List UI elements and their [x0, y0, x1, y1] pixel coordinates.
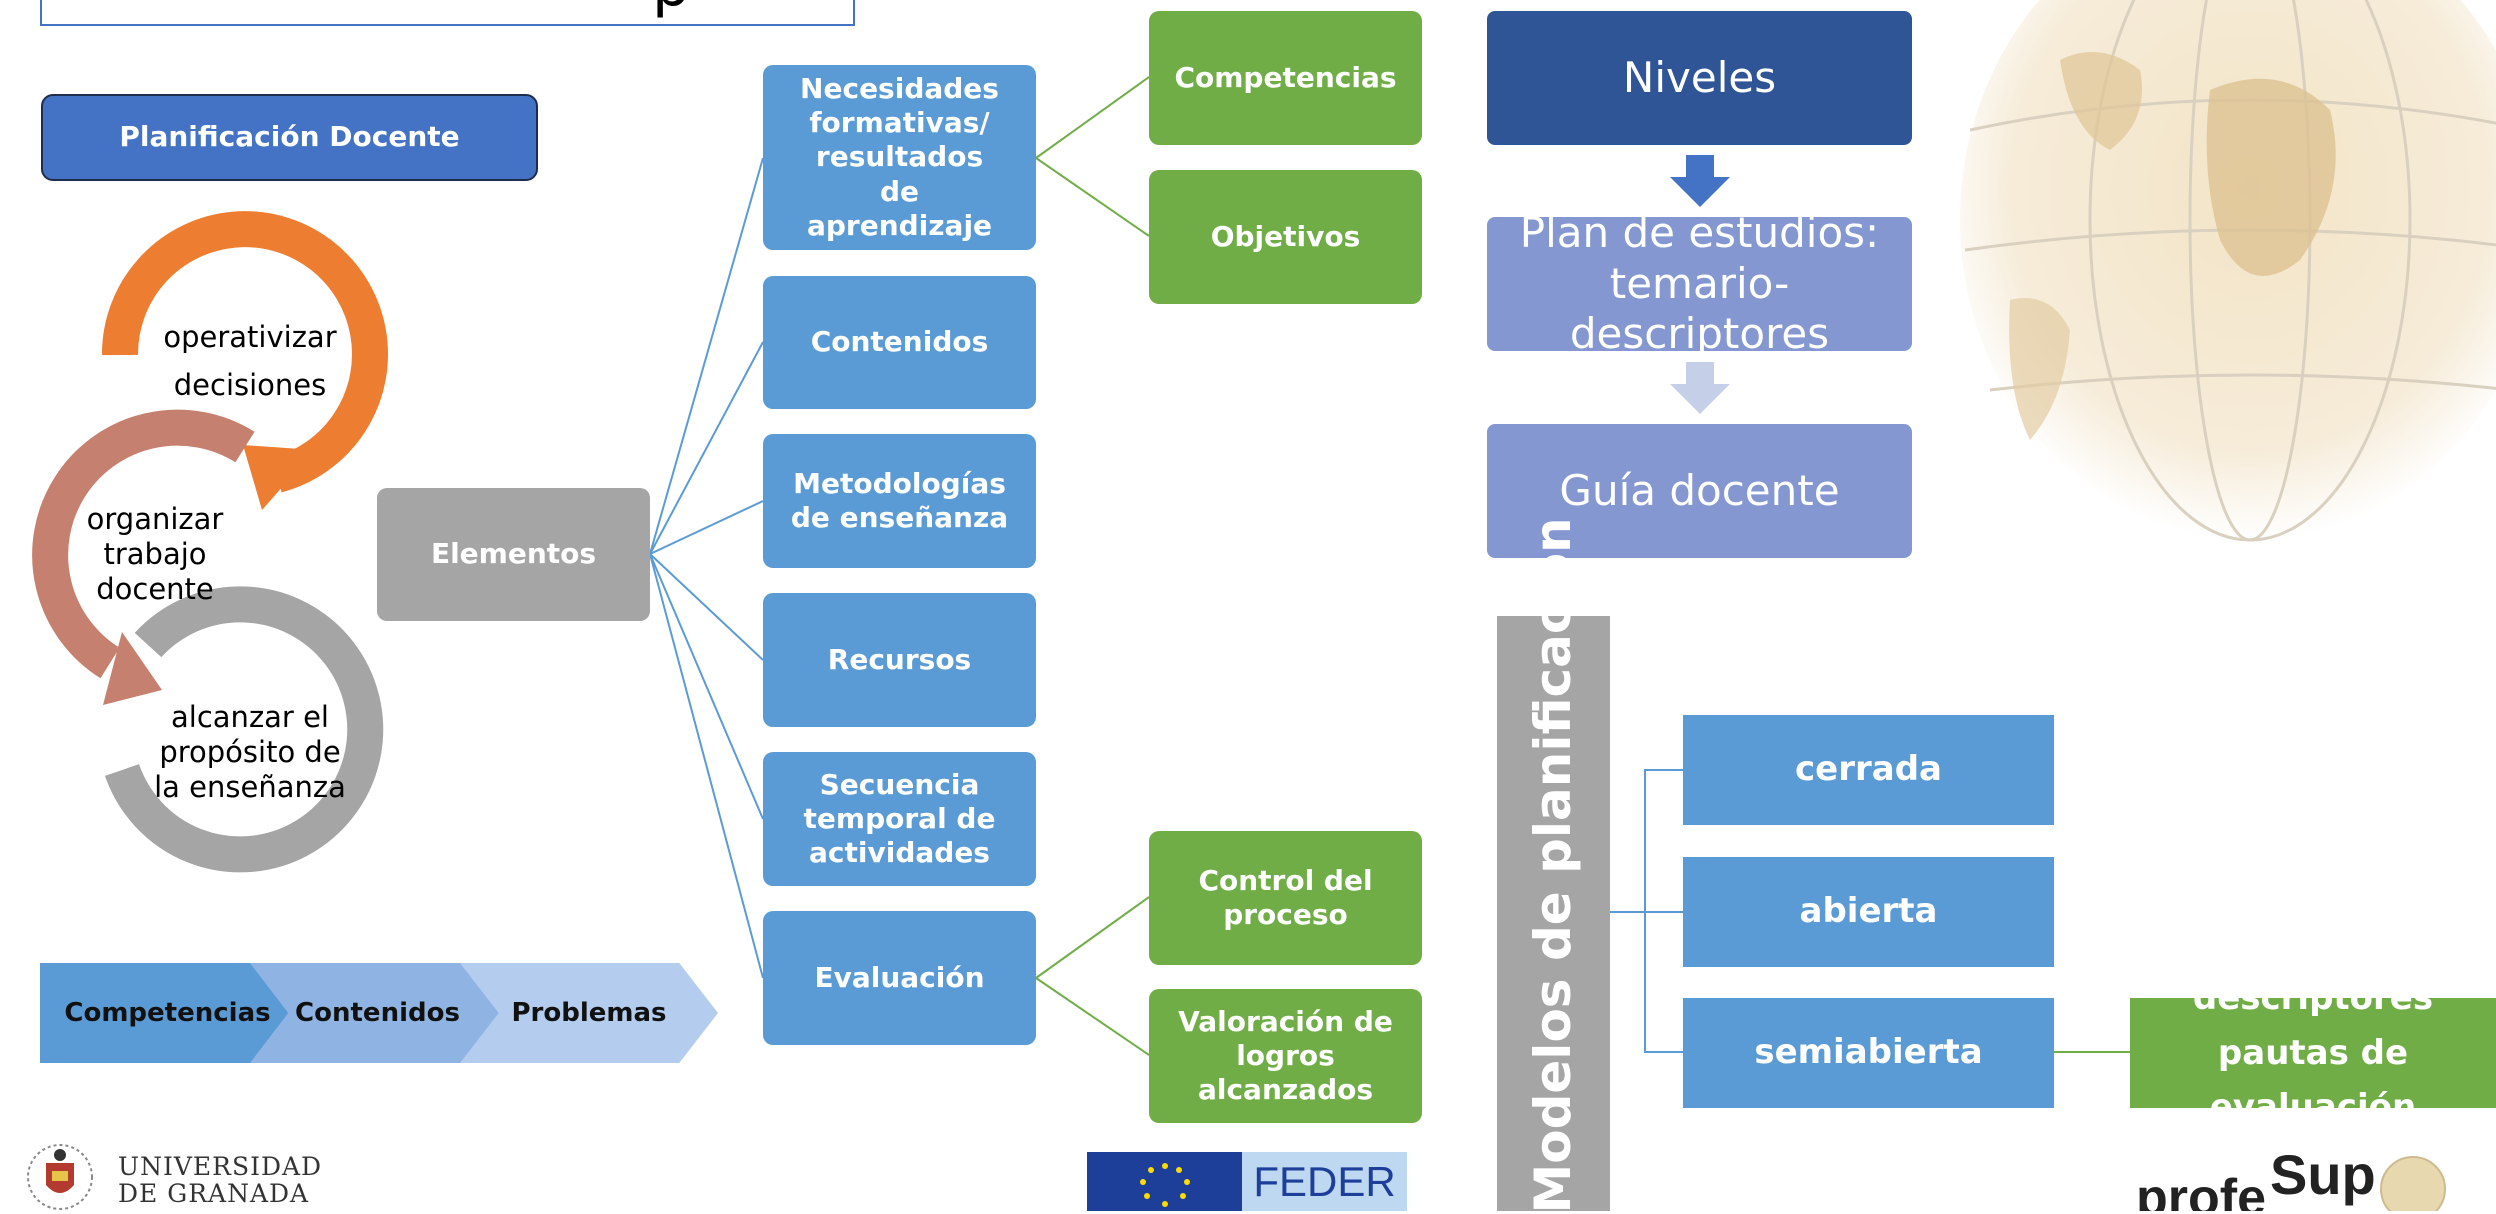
level-plan-estudios: Plan de estudios: temario-descriptores: [1487, 208, 1912, 358]
element-secuencia: Secuencia temporal de actividades: [763, 752, 1036, 886]
cycle-arc-brown: [32, 409, 255, 679]
child-valoracion-logros: Valoración de logros alcanzados: [1149, 989, 1422, 1123]
feder-logo: FEDER: [1087, 1152, 1407, 1211]
child-control-proceso: Control del proceso: [1149, 831, 1422, 965]
element-contenidos: Contenidos: [763, 276, 1036, 409]
university-crest-icon: [24, 1141, 96, 1211]
child-objetivos: Objetivos: [1149, 170, 1422, 304]
chevron-competencias: Competencias: [40, 963, 295, 1063]
planificacion-docente-banner: Planificación Docente: [41, 94, 538, 181]
element-metodologias: Metodologías de enseñanza: [763, 434, 1036, 568]
chevron-contenidos: Contenidos: [250, 963, 505, 1063]
header-title-fragment: p: [652, 0, 690, 20]
modelos-title-bar: Modelos de planificación: [1497, 517, 1610, 1214]
element-recursos: Recursos: [763, 593, 1036, 727]
model-abierta: abierta: [1683, 857, 2054, 967]
profesup-text-sup: Sup: [2270, 1150, 2376, 1206]
planificacion-label: Planificación Docente: [119, 120, 460, 154]
profesup-logo: profe Sup: [2130, 1150, 2496, 1211]
university-name: UNIVERSIDAD DE GRANADA: [118, 1152, 323, 1208]
modelos-title: Modelos de planificación: [1524, 517, 1582, 1214]
chevron-problemas: Problemas: [460, 963, 718, 1063]
cycle-arc-orange: [101, 211, 388, 493]
elementos-node: Elementos: [377, 488, 650, 621]
cycle-arc-gray: [104, 586, 384, 873]
model-cerrada: cerrada: [1683, 715, 2054, 825]
down-arrow-dark: [1670, 155, 1730, 207]
element-necesidades: Necesidades formativas/ resultados de ap…: [763, 65, 1036, 250]
university-logo: UNIVERSIDAD DE GRANADA: [18, 1135, 358, 1211]
profesup-text-profe: profe: [2136, 1169, 2266, 1211]
semiabierta-details: descriptores pautas de evaluación: [2130, 978, 2496, 1127]
element-evaluacion: Evaluación: [763, 911, 1036, 1045]
eu-flag-icon: [1087, 1152, 1242, 1211]
child-competencias: Competencias: [1149, 11, 1422, 145]
down-arrow-light: [1670, 362, 1730, 414]
profesup-globe-icon: [2380, 1156, 2446, 1211]
level-guia-docente: Guía docente: [1487, 424, 1912, 558]
niveles-title: Niveles: [1487, 11, 1912, 145]
header-frame: p: [40, 0, 855, 26]
globe-decoration: [1950, 0, 2496, 560]
feder-label: FEDER: [1242, 1152, 1407, 1211]
model-semiabierta: semiabierta: [1683, 998, 2054, 1108]
